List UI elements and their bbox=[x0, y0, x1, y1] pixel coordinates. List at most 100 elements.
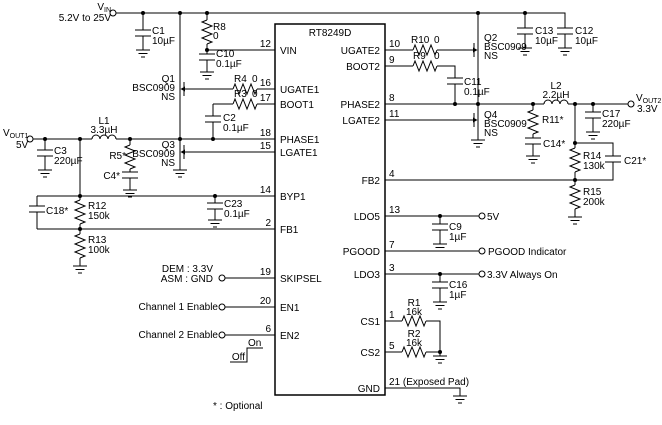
value-label-2: NS bbox=[484, 51, 498, 62]
component-R11: R11* bbox=[527, 109, 564, 135]
component-L1: L1 3.3µH bbox=[91, 116, 117, 140]
pin-num-9: 9 bbox=[389, 55, 395, 66]
value-label: 0 bbox=[434, 35, 440, 46]
ic-chip: RT8249D 12 16 17 18 15 14 2 19 20 6 VIN … bbox=[260, 23, 469, 396]
value-label: 0.1µF bbox=[223, 123, 249, 134]
ground-icon bbox=[470, 135, 486, 148]
ref-label: R11* bbox=[542, 115, 564, 126]
value-label: 16k bbox=[406, 307, 423, 318]
pin-num-2: 2 bbox=[265, 218, 271, 229]
value-label: 200k bbox=[583, 197, 606, 208]
mosfet-symbol bbox=[472, 110, 479, 130]
component-C14: C14* bbox=[524, 137, 565, 150]
value-label: BSC0909 bbox=[484, 42, 527, 53]
pin-name-byp1: BYP1 bbox=[280, 192, 306, 203]
ref-label: Q4 bbox=[484, 110, 498, 121]
capacitor-symbol bbox=[556, 27, 574, 35]
pin-num-11: 11 bbox=[389, 109, 400, 120]
value-label: BSC0909 bbox=[132, 83, 175, 94]
ref-label: L1 bbox=[98, 116, 110, 127]
pin-num-12: 12 bbox=[260, 39, 272, 50]
pin-name-fb2: FB2 bbox=[362, 176, 381, 187]
pin-num-1: 1 bbox=[389, 310, 395, 321]
ref-label: R5* bbox=[109, 151, 126, 162]
on-label: On bbox=[248, 338, 261, 349]
pin-num-18: 18 bbox=[260, 128, 272, 139]
component-C1: C1 10µF bbox=[134, 26, 175, 47]
ref-label: C4* bbox=[103, 171, 120, 182]
en2-terminal bbox=[218, 331, 226, 339]
pgood-output-label: PGOOD Indicator bbox=[488, 247, 567, 258]
component-C10: C10 0.1µF bbox=[198, 49, 242, 70]
component-R1: R1 16k bbox=[401, 298, 427, 327]
value-label: 220µF bbox=[54, 156, 83, 167]
component-C18: C18* bbox=[28, 205, 68, 217]
en1-terminal bbox=[218, 303, 226, 311]
pin-num-8: 8 bbox=[389, 93, 395, 104]
ref-label: C17 bbox=[602, 109, 621, 120]
value-label: 16k bbox=[406, 338, 423, 349]
ref-label: C3 bbox=[54, 146, 67, 157]
vout2-voltage-label: 3.3V bbox=[637, 104, 658, 115]
ldo3-terminal bbox=[478, 270, 486, 278]
ref-label: C11 bbox=[464, 77, 482, 88]
pin-num-16: 16 bbox=[260, 78, 272, 89]
pin-name-phase1: PHASE1 bbox=[280, 135, 320, 146]
pin-name-pgood: PGOOD bbox=[343, 247, 380, 258]
ldo5-terminal bbox=[478, 212, 486, 220]
ground-icon bbox=[585, 127, 601, 140]
ref-label: C21* bbox=[624, 156, 646, 167]
value-label: 100k bbox=[88, 245, 111, 256]
capacitor-symbol bbox=[36, 149, 54, 157]
value-label: 0.1µF bbox=[224, 209, 250, 220]
ref-label: R4 bbox=[234, 74, 247, 85]
ic-body bbox=[274, 23, 386, 396]
pin-name-gnd: GND bbox=[358, 384, 380, 395]
value-label: 10µF bbox=[575, 36, 598, 47]
ground-icon bbox=[525, 151, 541, 164]
pin-name-en2: EN2 bbox=[280, 331, 300, 342]
ref-label: C23 bbox=[224, 199, 243, 210]
pin-name-fb1: FB1 bbox=[280, 225, 299, 236]
capacitor-symbol bbox=[121, 171, 139, 179]
ref-label: C9 bbox=[449, 222, 462, 233]
skipsel-terminal bbox=[218, 274, 226, 282]
pin-num-14: 14 bbox=[260, 185, 272, 196]
ref-label: C14* bbox=[543, 139, 565, 150]
pin-name-ugate1: UGATE1 bbox=[280, 85, 320, 96]
en1-annotation: Channel 1 Enable bbox=[138, 302, 218, 313]
vout2-terminal bbox=[627, 100, 635, 108]
resistor-symbol bbox=[232, 98, 258, 110]
ref-label: Q1 bbox=[162, 74, 176, 85]
ref-label: R15 bbox=[583, 187, 602, 198]
pin-num-6: 6 bbox=[265, 324, 271, 335]
pin-num-15: 15 bbox=[260, 141, 272, 152]
component-R5: R5* bbox=[109, 144, 136, 170]
component-R9: R9 0 bbox=[412, 51, 440, 72]
ground-icons bbox=[37, 43, 601, 404]
mosfet-symbol bbox=[179, 142, 186, 162]
component-C4: C4* bbox=[103, 171, 139, 182]
en2-annotation: Channel 2 Enable bbox=[138, 330, 218, 341]
value-label-2: NS bbox=[161, 92, 175, 103]
annotations: DEM : 3.3V ASM : GND Channel 1 Enable Ch… bbox=[138, 264, 262, 412]
component-C23: C23 0.1µF bbox=[206, 199, 250, 220]
pin-num-10: 10 bbox=[389, 39, 401, 50]
component-C11: C11 0.1µF bbox=[446, 77, 490, 98]
ground-icon bbox=[172, 165, 188, 178]
vin-range-label: 5.2V to 25V bbox=[59, 13, 112, 24]
component-C16: C16 1µF bbox=[431, 280, 468, 301]
resistor-symbol bbox=[527, 109, 539, 135]
ref-label: Q2 bbox=[484, 33, 498, 44]
ground-icon bbox=[452, 391, 468, 404]
ground-icon bbox=[37, 165, 53, 178]
ground-icon bbox=[432, 239, 448, 252]
component-Q1: Q1 BSC0909 NS bbox=[132, 74, 186, 103]
vin-terminal bbox=[109, 9, 117, 17]
value-label: 2.2µH bbox=[543, 90, 570, 101]
terminals: VIN 5.2V to 25V VOUT1 5V VOUT2 3.3V 5V P… bbox=[3, 2, 661, 339]
ref-label: L2 bbox=[550, 81, 562, 92]
ref-label: R8 bbox=[213, 22, 226, 33]
